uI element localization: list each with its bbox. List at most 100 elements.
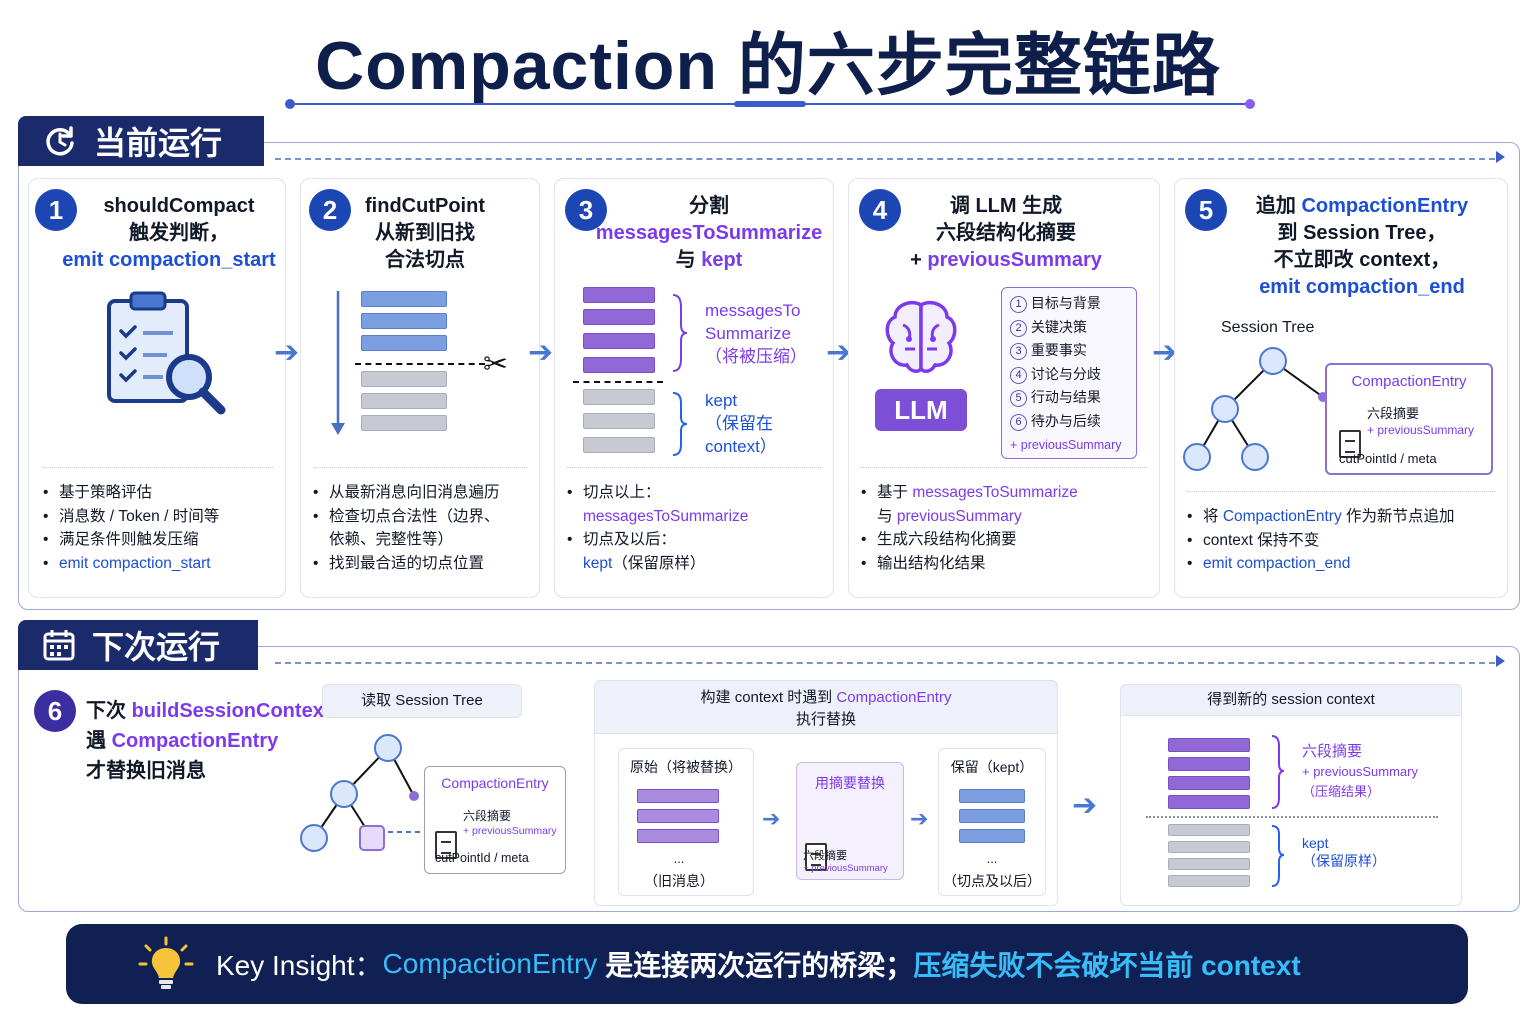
document-icon bbox=[1339, 430, 1361, 458]
current-run-dash bbox=[275, 158, 1495, 160]
result-summary-bar bbox=[1168, 776, 1250, 790]
section-num: 3 bbox=[1010, 343, 1027, 361]
step-2-title-3: 合法切点 bbox=[385, 249, 465, 271]
message-bar bbox=[361, 291, 447, 307]
document-icon bbox=[435, 831, 457, 859]
entry-summary: 六段摘要 bbox=[1367, 406, 1420, 421]
step-2-title-1: findCutPoint bbox=[365, 195, 485, 217]
step-5-b0: 将 bbox=[1203, 508, 1219, 525]
section-num: 4 bbox=[1010, 366, 1027, 384]
entry-prev: + previousSummary bbox=[1367, 423, 1475, 437]
replace-summary: 六段摘要 bbox=[803, 850, 847, 862]
step-1-bullet: 消息数 / Token / 时间等 bbox=[41, 505, 281, 529]
build-header-a: 构建 context 时遇到 bbox=[700, 689, 833, 706]
step-4-sep bbox=[861, 467, 1147, 468]
kept-dots: ... bbox=[986, 851, 998, 866]
step-5-title-2: CompactionEntry bbox=[1301, 195, 1469, 217]
step-5-bullet: context 保持不变 bbox=[1185, 529, 1501, 553]
section-num: 5 bbox=[1010, 390, 1027, 408]
refresh-icon bbox=[46, 126, 74, 156]
message-bar bbox=[361, 393, 447, 409]
step-5-title-3: 到 Session Tree， bbox=[1277, 222, 1447, 244]
result-summary-bar bbox=[1168, 795, 1250, 809]
step-2-bullet-cont-text: 依赖、完整性等） bbox=[329, 531, 454, 548]
old-message-bar bbox=[637, 809, 719, 823]
summary-sections-box: 1 目标与背景 2 关键决策 3 重要事实 4 讨论与分歧 5 行动与结果 6 … bbox=[1001, 287, 1137, 459]
step-3-bullets: 切点以上： messagesToSummarize 切点及以后： kept（保留… bbox=[565, 481, 827, 575]
result-summary-a: 六段摘要 bbox=[1302, 743, 1363, 760]
entry-title: CompactionEntry bbox=[1351, 373, 1467, 390]
brain-icon bbox=[885, 300, 957, 373]
section-item: 关键决策 bbox=[1030, 318, 1087, 335]
message-bar bbox=[361, 313, 447, 329]
next-run-dash bbox=[275, 662, 1495, 664]
kept-label: kept （保留在 context） bbox=[705, 389, 777, 458]
step-4-bullet-cont: 与 previousSummary bbox=[859, 505, 1155, 529]
kept-bar bbox=[583, 413, 655, 429]
current-run-frame bbox=[18, 142, 1520, 610]
step-3-kept: kept bbox=[583, 554, 613, 572]
step-2-title-2: 从新到旧找 bbox=[375, 222, 475, 244]
step-6-line-4: CompactionEntry bbox=[111, 730, 279, 752]
result-kept-bar bbox=[1168, 875, 1250, 887]
step-3-bullet-cont: kept（保留原样） bbox=[565, 552, 827, 576]
step-3-bullet: 切点及以后： bbox=[565, 528, 827, 552]
section-num: 6 bbox=[1010, 413, 1027, 431]
summarize-label-b: Summarize bbox=[705, 324, 791, 343]
summarize-bar bbox=[583, 357, 655, 373]
lightbulb-icon bbox=[138, 936, 194, 989]
next-session-tree-graph bbox=[300, 734, 420, 852]
next-entry-meta: cutPointId / meta bbox=[435, 851, 529, 865]
step-6-line-2: buildSessionContext bbox=[131, 700, 331, 722]
summarize-bar bbox=[583, 287, 655, 303]
step-3-card: 3 分割 messagesToSummarize 与 kept messages… bbox=[554, 178, 834, 598]
step-3-bullet: 切点以上： bbox=[565, 481, 827, 505]
message-bar bbox=[361, 371, 447, 387]
step-3-sep bbox=[567, 467, 821, 468]
clipboard-search-icon bbox=[107, 291, 226, 415]
result-summary-label: 六段摘要 + previousSummary （压缩结果） bbox=[1302, 742, 1418, 802]
result-kept-label: kept （保留原样） bbox=[1302, 834, 1386, 870]
step-4-bullets: 基于 messagesToSummarize 与 previousSummary… bbox=[859, 481, 1155, 575]
original-dots: ... bbox=[673, 851, 685, 866]
result-summary-b: + previousSummary bbox=[1302, 764, 1418, 779]
cut-line bbox=[573, 381, 663, 383]
entry-meta: cutPointId / meta bbox=[1339, 451, 1437, 466]
step-5-title-4: 不立即改 context， bbox=[1273, 249, 1451, 271]
step-5-title-1: 追加 bbox=[1255, 195, 1296, 217]
step-4-b3: previousSummary bbox=[896, 507, 1022, 525]
step-5-bullets: 将 CompactionEntry 作为新节点追加 context 保持不变 e… bbox=[1185, 505, 1501, 576]
step-3-badge: 3 bbox=[565, 189, 607, 231]
step-4-title-1: 调 LLM 生成 bbox=[949, 195, 1063, 217]
kept-label-c: context） bbox=[705, 437, 777, 456]
session-tree-graph bbox=[1183, 347, 1328, 471]
result-kept-a: kept bbox=[1302, 835, 1329, 851]
old-message-bar bbox=[637, 789, 719, 803]
result-separator bbox=[1146, 816, 1438, 818]
kept-label-b: （保留在 bbox=[705, 414, 773, 433]
step-1-title-2: 触发判断， bbox=[129, 222, 229, 244]
step-1-bullet: 基于策略评估 bbox=[41, 481, 281, 505]
result-kept-bar bbox=[1168, 858, 1250, 870]
read-tree-header: 读取 Session Tree bbox=[322, 684, 522, 718]
step-1-bullets: 基于策略评估 消息数 / Token / 时间等 满足条件则触发压缩 emit … bbox=[41, 481, 281, 575]
arrow-3-4: ➔ bbox=[826, 336, 852, 369]
step-6-line-3: 遇 bbox=[86, 730, 106, 752]
next-run-label: 下次运行 bbox=[92, 629, 221, 665]
title-underline bbox=[285, 99, 1255, 109]
step-3-bullet-cont: messagesToSummarize bbox=[583, 507, 749, 525]
step-4-b2: 与 bbox=[877, 507, 893, 525]
step-2-bullet: 检查切点合法性（边界、 bbox=[311, 505, 537, 529]
cut-line bbox=[355, 363, 485, 365]
next-entry-prev: + previousSummary bbox=[463, 825, 557, 837]
kept-title: 保留（kept） bbox=[950, 759, 1034, 775]
replace-title: 用摘要替换 bbox=[815, 775, 885, 791]
step-1-bullet: emit compaction_start bbox=[41, 552, 281, 576]
step-4-card: 4 调 LLM 生成 六段结构化摘要 + previousSummary LLM… bbox=[848, 178, 1160, 598]
step-4-bullet: 生成六段结构化摘要 bbox=[859, 528, 1155, 552]
kept-bar bbox=[583, 437, 655, 453]
next-entry-title: CompactionEntry bbox=[441, 775, 549, 791]
result-header: 得到新的 session context bbox=[1120, 684, 1462, 716]
llm-badge: LLM bbox=[875, 389, 967, 431]
kept-footer: （切点及以后） bbox=[943, 873, 1041, 889]
